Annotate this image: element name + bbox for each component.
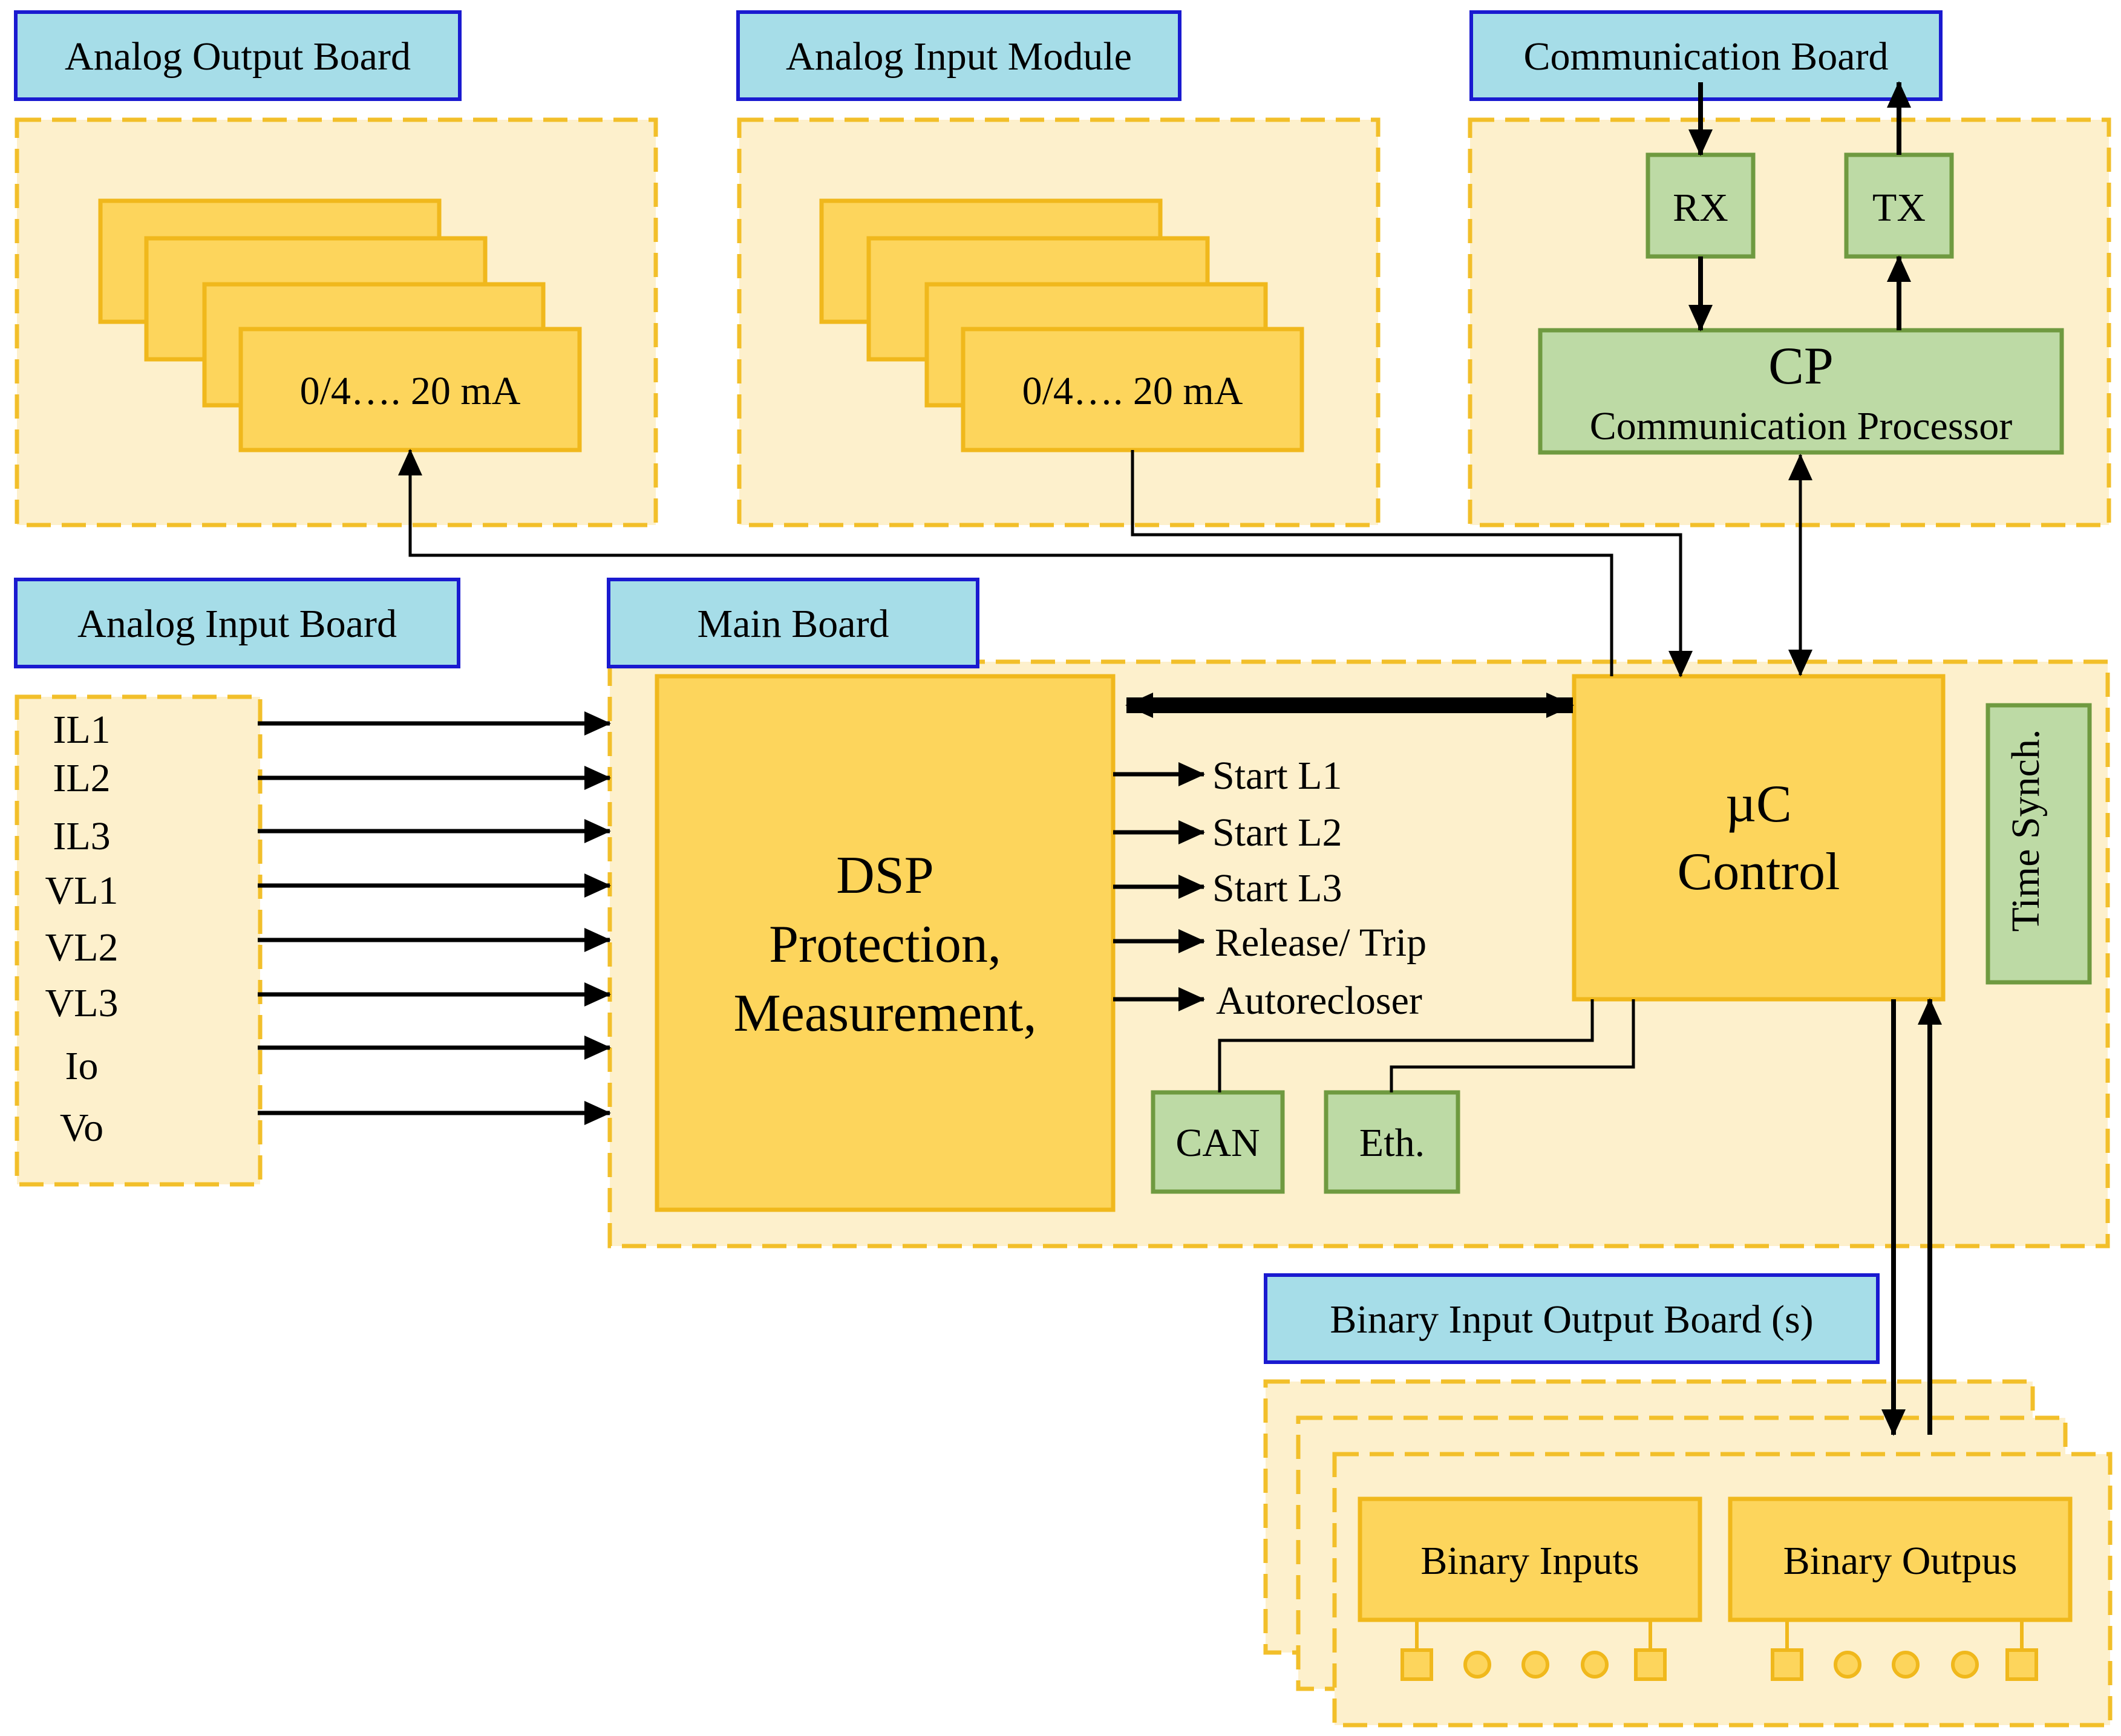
analog-input-VL3: VL3 (45, 981, 119, 1025)
eth-label: Eth. (1359, 1121, 1425, 1165)
uc-line2: Control (1678, 843, 1840, 901)
analog-output-cards (98, 198, 582, 452)
analog-output-tab (14, 10, 462, 101)
analog-input-VL1: VL1 (45, 869, 119, 913)
tx-label: TX (1872, 186, 1926, 230)
bi-terminal-left (1400, 1648, 1433, 1681)
dsp-line2: Protection, (769, 915, 1001, 974)
cp-subtitle: Communication Processor (1590, 404, 2012, 448)
dsp-block (655, 674, 1116, 1212)
analog-output-title: Analog Output Board (65, 34, 411, 79)
title-tabs: Analog Output Board Analog Input Module … (14, 10, 1943, 1364)
dsp-output-labels: Start L1 Start L2 Start L3 Release/ Trip… (1212, 754, 1427, 1023)
analog-input-signals: IL1 IL2 IL3 VL1 VL2 VL3 Io Vo (45, 708, 119, 1150)
analog-input-IL3: IL3 (53, 814, 110, 858)
bi-terminal-right (1634, 1648, 1667, 1681)
aim-card-1 (961, 327, 1304, 452)
label-autorecloser: Autorecloser (1216, 979, 1422, 1023)
analog-input-module-to-uc-wire (1131, 450, 1693, 677)
binary-outputs-block (1728, 1496, 2073, 1622)
dsp-output-arrows (1113, 762, 1205, 1011)
label-release-trip: Release/ Trip (1215, 921, 1427, 965)
binary-io-tab (1264, 1273, 1880, 1364)
dsp-line3: Measurement, (734, 984, 1037, 1043)
binary-inputs-block (1358, 1496, 1702, 1622)
can-label: CAN (1175, 1121, 1260, 1165)
thick-connections (1688, 81, 1942, 1436)
communication-board-area (1468, 117, 2111, 527)
analog-input-module-title: Analog Input Module (786, 34, 1132, 79)
analog-input-module-cards (819, 198, 1304, 452)
analog-input-IL1: IL1 (53, 708, 110, 752)
bo-terminal-left (1771, 1648, 1803, 1681)
bo-terminal-dot-2 (1892, 1651, 1920, 1679)
binary-outputs-label: Binary Outpus (1783, 1539, 2018, 1583)
analog-input-VL2: VL2 (45, 925, 119, 970)
cp-title: CP (1768, 337, 1834, 396)
analog-input-arrows (258, 711, 611, 1125)
eth-block (1324, 1090, 1460, 1194)
analog-input-board-title: Analog Input Board (77, 602, 397, 646)
analog-input-Io: Io (65, 1044, 99, 1088)
communication-tab (1469, 10, 1943, 101)
uc-to-can-wire (1218, 999, 1594, 1092)
label-start-l2: Start L2 (1212, 811, 1342, 855)
analog-input-module-tab (736, 10, 1181, 101)
ao-card-label: 0/4…. 20 mA (300, 369, 521, 413)
ao-card-1 (238, 327, 582, 452)
label-start-l3: Start L3 (1212, 866, 1342, 910)
bi-terminal-dot-3 (1581, 1651, 1609, 1679)
can-block (1151, 1090, 1285, 1194)
analog-input-board-tab (14, 578, 460, 668)
connections (398, 449, 1812, 1092)
analog-input-board-area (15, 694, 263, 1187)
rx-label: RX (1673, 186, 1728, 230)
bo-terminal-right (2005, 1648, 2038, 1681)
time-synch-label: Time Synch. (2004, 729, 2048, 932)
main-board-title: Main Board (697, 602, 889, 646)
bo-terminal-dot-3 (1951, 1651, 1979, 1679)
cp-block (1538, 328, 2064, 455)
label-start-l1: Start L1 (1212, 754, 1342, 798)
dsp-line1: DSP (836, 846, 933, 905)
communication-title: Communication Board (1523, 34, 1888, 79)
uc-block (1572, 674, 1946, 1002)
binary-inputs-label: Binary Inputs (1420, 1539, 1639, 1583)
rx-block (1645, 152, 1756, 259)
bo-terminal-dot-1 (1834, 1651, 1861, 1679)
uc-to-eth-wire (1390, 999, 1635, 1092)
uc-to-analog-output-wire (398, 449, 1613, 676)
bi-terminal-dot-2 (1521, 1651, 1549, 1679)
analog-input-Vo: Vo (60, 1106, 103, 1150)
aim-card-label: 0/4…. 20 mA (1022, 369, 1243, 413)
analog-input-IL2: IL2 (53, 756, 110, 800)
communication-blocks: RX TX CP Communication Processor (1538, 152, 2064, 455)
binary-io-title: Binary Input Output Board (s) (1330, 1297, 1813, 1342)
time-synch-block (1985, 703, 2092, 985)
bi-terminal-dot-1 (1463, 1651, 1491, 1679)
binary-terminals (1400, 1620, 2038, 1681)
main-board-tab (607, 578, 979, 668)
uc-line1: µC (1725, 775, 1791, 834)
